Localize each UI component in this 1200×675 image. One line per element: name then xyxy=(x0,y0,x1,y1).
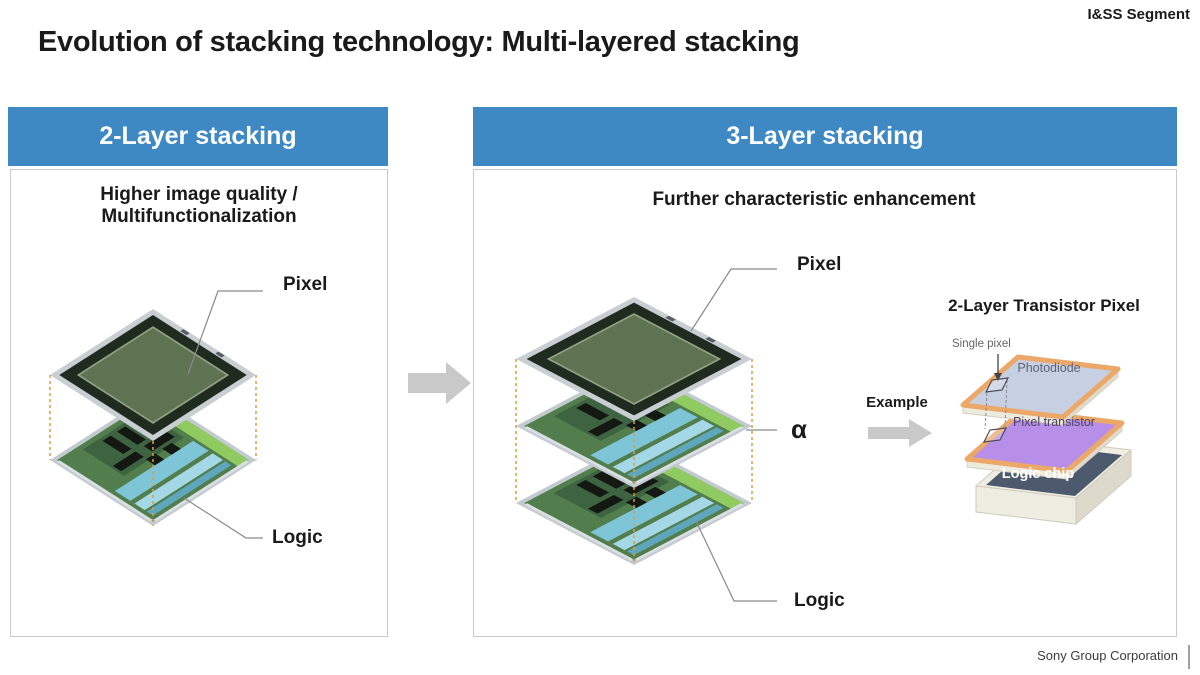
single-pixel-label: Single pixel xyxy=(952,338,1011,350)
pixel-label: Pixel xyxy=(797,254,842,275)
photodiode-layer xyxy=(960,354,1121,427)
alignment-guides xyxy=(515,359,753,565)
pixel-die xyxy=(516,297,752,421)
single-pixel-arrow-icon xyxy=(994,354,1002,381)
two-layer-subtitle-line2: Multifunctionalization xyxy=(101,206,297,227)
logic-leader-line xyxy=(183,497,263,539)
logic-leader-line xyxy=(695,520,777,602)
alpha-label: α xyxy=(791,414,807,444)
leader-lines xyxy=(183,290,263,539)
two-layer-panel-body: Higher image quality / Multifunctionaliz… xyxy=(10,169,388,637)
two-layer-subtitle: Higher image quality / Multifunctionaliz… xyxy=(11,184,387,228)
pixel-transistor-layer xyxy=(964,408,1125,481)
pixel-label: Pixel xyxy=(283,274,328,295)
leader-lines xyxy=(690,268,777,602)
transistor-pixel-title: 2-Layer Transistor Pixel xyxy=(948,296,1140,315)
three-layer-panel-body: Further characteristic enhancement xyxy=(473,169,1177,637)
pixel-transistor-label: Pixel transistor xyxy=(1013,415,1095,429)
logic-label: Logic xyxy=(272,527,323,548)
three-layer-subtitle: Further characteristic enhancement xyxy=(652,189,976,210)
single-pixel-outline xyxy=(982,377,1010,443)
three-layer-chip-illustration xyxy=(515,268,1133,602)
footer-divider xyxy=(1188,645,1190,669)
footer-corporation-label: Sony Group Corporation xyxy=(1037,648,1178,663)
logic-label: Logic xyxy=(794,590,845,611)
two-layer-subtitle-line1: Higher image quality / xyxy=(100,184,298,205)
transistor-pixel-diagram xyxy=(960,354,1133,526)
two-layer-panel-header: 2-Layer stacking xyxy=(8,107,388,166)
example-arrow-icon xyxy=(868,419,932,447)
two-layer-header-label: 2-Layer stacking xyxy=(99,122,297,150)
three-layer-panel-header: 3-Layer stacking xyxy=(473,107,1177,166)
evolution-arrow-icon xyxy=(408,362,471,404)
three-layer-header-label: 3-Layer stacking xyxy=(726,122,924,150)
segment-label: I&SS Segment xyxy=(1087,6,1190,23)
photodiode-label: Photodiode xyxy=(1017,361,1081,375)
page-title: Evolution of stacking technology: Multi-… xyxy=(38,26,800,58)
example-label: Example xyxy=(866,394,928,411)
pixel-leader-line xyxy=(690,268,777,332)
two-layer-chip-illustration xyxy=(49,290,263,539)
pixel-die xyxy=(50,309,256,441)
alignment-guides xyxy=(49,375,257,526)
pixel-leader-line xyxy=(187,290,263,375)
logic-chip-label: Logic chip xyxy=(1001,466,1075,482)
